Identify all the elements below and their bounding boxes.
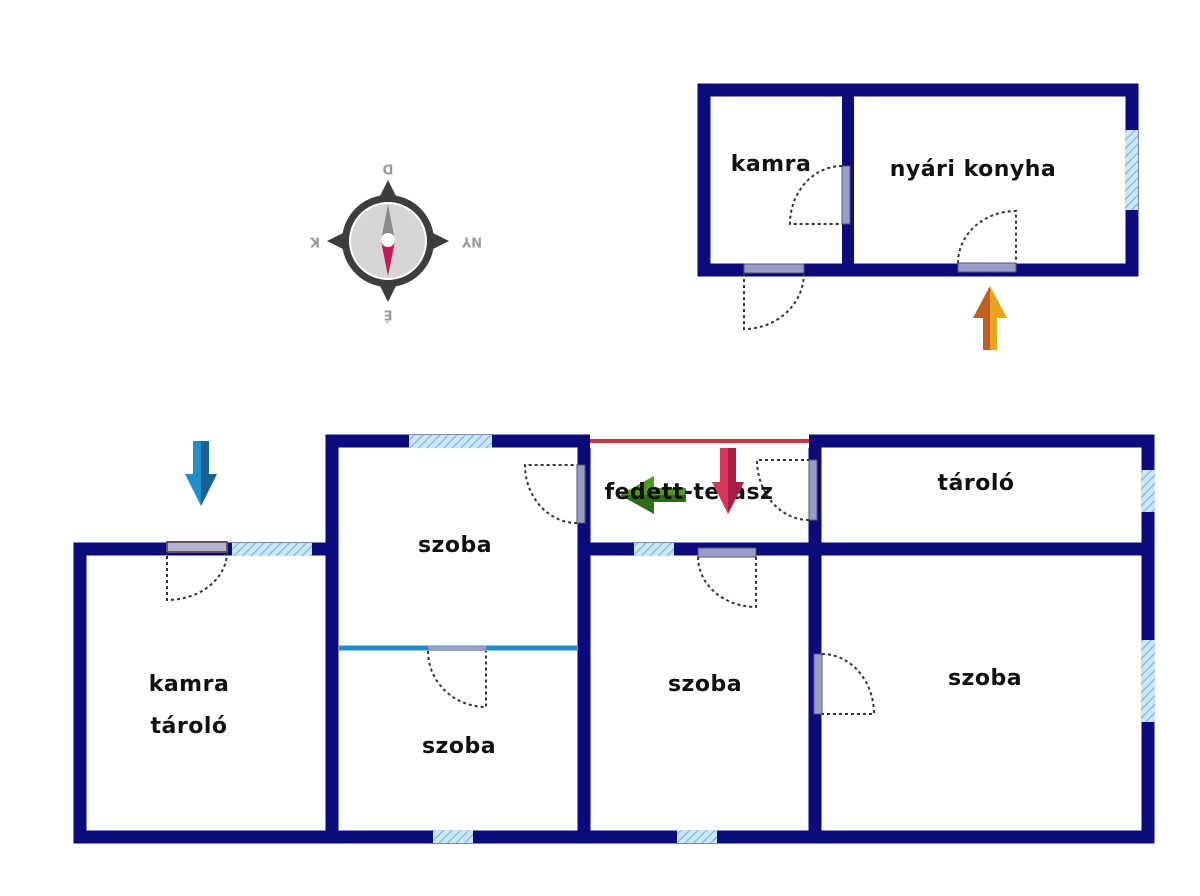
door-kitchen-swing — [957, 209, 1017, 264]
door-right-szoba-swing — [821, 653, 876, 715]
label-summer-kitchen: nyári konyha — [890, 157, 1057, 182]
door-kamra-entry-swing — [166, 551, 228, 602]
door-kamra-entry-leaf — [166, 541, 228, 553]
compass-label-east: K — [309, 234, 320, 249]
compass-needle-south — [381, 204, 395, 241]
window-bottom-szoba — [433, 830, 473, 843]
door-storage-swing — [755, 459, 810, 521]
window-terrace-bottom — [634, 543, 674, 556]
window-top-szoba — [409, 435, 492, 448]
compass-tick-bottom — [380, 286, 396, 302]
door-terrace-szoba-swing — [523, 464, 578, 524]
window-storage — [1141, 470, 1155, 512]
outbuilding: kamra nyári konyha — [697, 83, 1139, 331]
door-middle-szoba-swing — [697, 556, 757, 609]
compass-tick-left — [327, 233, 343, 249]
door-outbuilding-left-leaf — [743, 263, 805, 274]
label-kamra: kamra — [149, 672, 230, 697]
label-kamra-outbuilding: kamra — [731, 152, 812, 177]
label-szoba-top-left: szoba — [418, 533, 492, 558]
door-partition-swing — [427, 650, 487, 709]
door-kitchen-leaf — [957, 262, 1017, 273]
label-terrace: fedett-terasz — [605, 480, 774, 505]
window-szoba-right — [1141, 640, 1155, 722]
compass-hub — [381, 233, 395, 247]
compass-tick-top — [380, 180, 396, 196]
terrace-arrow-red — [712, 448, 744, 514]
door-partition-leaf — [428, 646, 486, 651]
label-szoba-middle: szoba — [668, 672, 742, 697]
door-kamra-swing — [788, 165, 843, 225]
main-house: kamra tároló szoba szoba szoba szoba tár… — [73, 434, 1155, 844]
door-middle-szoba-leaf — [697, 547, 757, 558]
label-szoba-bottom-left: szoba — [422, 734, 496, 759]
window-kitchen — [1125, 130, 1138, 210]
label-taroló-kamra: tároló — [151, 714, 228, 739]
door-outbuilding-left-swing — [743, 272, 805, 331]
door-right-szoba-leaf — [813, 653, 823, 715]
entry-arrow-house — [185, 441, 217, 506]
label-szoba-right: szoba — [948, 666, 1022, 691]
door-kamra-leaf — [841, 165, 851, 225]
compass-tick-right — [433, 233, 449, 249]
compass-label-west: NY — [461, 234, 482, 249]
compass-label-south: D — [382, 161, 393, 176]
compass: D É K NY — [309, 161, 482, 323]
label-storage: tároló — [938, 471, 1015, 496]
window-bottom-middle — [677, 830, 717, 843]
compass-label-north: É — [384, 307, 393, 323]
window-kamra-top — [232, 543, 312, 556]
door-terrace-szoba-leaf — [576, 464, 586, 524]
entry-arrow-outbuilding — [973, 286, 1007, 350]
compass-needle-north — [381, 241, 395, 276]
terrace-arrow-green — [620, 476, 686, 514]
door-storage-leaf — [808, 459, 818, 521]
